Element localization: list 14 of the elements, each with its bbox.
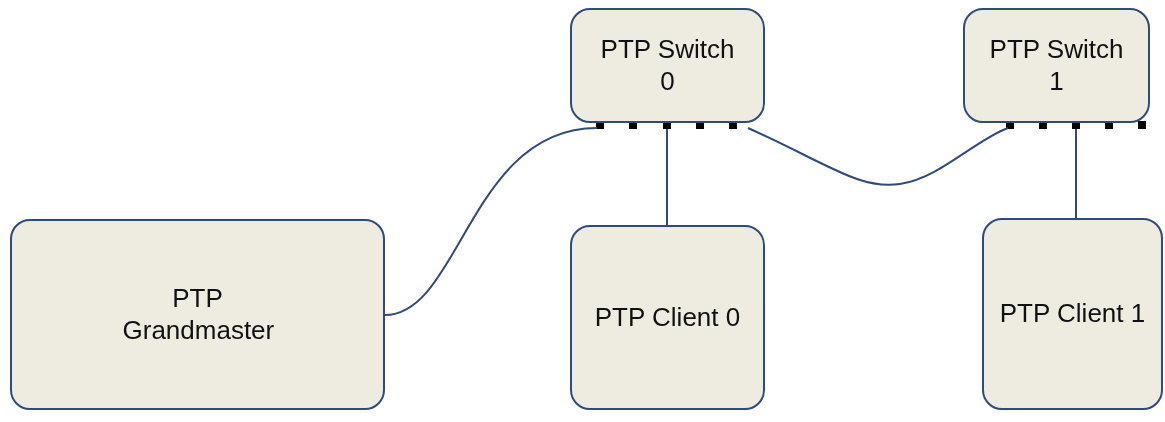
device-label: PTP Switch 1: [988, 34, 1125, 97]
device-label: PTP Client 1: [999, 298, 1146, 330]
cable-line: [747, 127, 1009, 186]
device-label: PTP Client 0: [594, 301, 741, 334]
cable-line: [384, 127, 598, 316]
cable-line: [666, 128, 668, 226]
device-box: [963, 8, 1150, 123]
device-box: [570, 225, 765, 410]
device-box: [982, 218, 1163, 410]
device-box: [570, 8, 765, 123]
device-box: [10, 219, 385, 410]
cable-line: [1075, 128, 1077, 219]
device-label: PTP Grandmaster: [122, 283, 273, 346]
device-label: PTP Switch 0: [599, 34, 736, 97]
